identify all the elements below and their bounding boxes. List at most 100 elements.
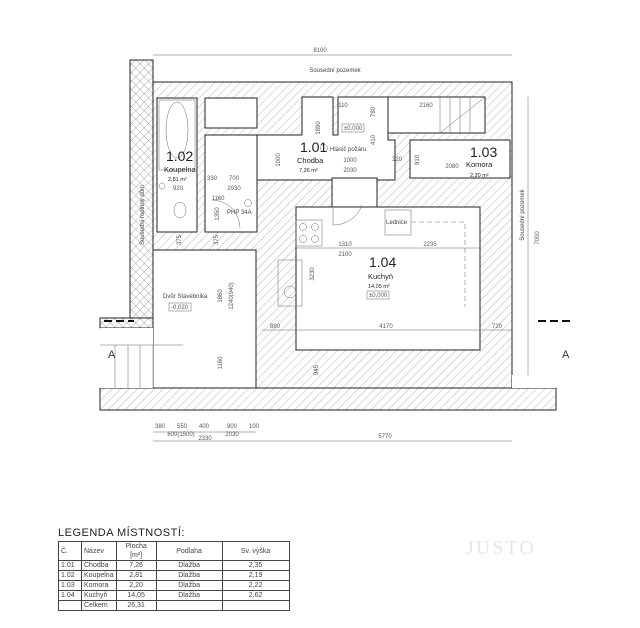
bathtub-icon [165, 101, 189, 159]
fire-detector-icon [320, 144, 328, 152]
cell: 1.04 [58, 590, 82, 601]
svg-text:945: 945 [314, 364, 320, 375]
dim-total-depth: 7000 [535, 231, 541, 245]
fridge-label: Lednice [386, 220, 408, 226]
room-koupelna [156, 97, 198, 233]
door-swing-icon [332, 204, 363, 226]
svg-text:2030: 2030 [225, 432, 239, 438]
dim-total-width: 8100 [313, 48, 327, 54]
cell: Dlažba [155, 580, 223, 591]
fridge-box [384, 209, 412, 236]
cell [58, 600, 82, 611]
svg-text:400: 400 [199, 424, 210, 430]
room-1-01-name: Chodba [297, 156, 324, 165]
svg-text:700: 700 [229, 176, 240, 182]
svg-text:2080: 2080 [445, 164, 459, 170]
svg-text:2030: 2030 [227, 186, 241, 192]
svg-text:375: 375 [177, 234, 183, 245]
courtyard-label: Dvůr Stavebníka [163, 293, 208, 300]
cell: Chodba [81, 560, 117, 571]
total-area: 26,31 [115, 600, 157, 611]
legend-title: LEGENDA MÍSTNOSTÍ: [58, 527, 185, 539]
svg-text:1890: 1890 [316, 121, 322, 135]
room-chodba [256, 96, 396, 181]
header-number: Č. [58, 541, 82, 561]
room-wc [204, 134, 258, 233]
level-marker-chodba: ±0,000 [341, 123, 365, 133]
room-kuchyn [295, 206, 481, 351]
base-strip [99, 387, 557, 411]
cell: 1.03 [58, 580, 82, 591]
svg-text:2235: 2235 [423, 242, 437, 248]
svg-text:2030: 2030 [343, 168, 357, 174]
stairs-top-icon [439, 96, 486, 134]
room-wc-stairs [204, 97, 258, 129]
room-1-03-name: Komora [466, 160, 493, 169]
svg-text:1310: 1310 [338, 242, 352, 248]
room-1-02-number: 1.02 [166, 148, 193, 164]
cell [155, 600, 223, 611]
svg-text:2160: 2160 [419, 103, 433, 109]
washbasin-icon [158, 182, 166, 190]
cell: 2,22 [221, 580, 290, 591]
svg-text:550: 550 [177, 424, 188, 430]
door-swing-wc-icon [211, 199, 241, 229]
cell: Koupelna [81, 570, 117, 581]
legend-table: Č. Název Plocha [m²] Podlaha Sv. výška 1… [58, 541, 290, 611]
outside-left [100, 328, 153, 388]
svg-text:880: 880 [270, 324, 281, 330]
dimension-labels: 5770 2330 380 550 400 900 100 600(1500) … [155, 103, 503, 442]
header-area: Plocha [m²] [115, 541, 157, 561]
cell: 14,05 [115, 590, 157, 601]
svg-text:1160: 1160 [212, 196, 226, 202]
svg-text:410: 410 [371, 134, 377, 145]
room-1-04-name: Kuchyň [368, 272, 393, 281]
outside-right [512, 375, 556, 388]
total-label: Celkem [81, 600, 117, 611]
svg-text:1860: 1860 [218, 289, 224, 303]
cell: Dlažba [155, 590, 223, 601]
legend-header-row: Č. Název Plocha [m²] Podlaha Sv. výška [58, 541, 290, 561]
svg-text:2330: 2330 [198, 436, 212, 442]
level-marker-courtyard: -0,020 [168, 302, 192, 312]
svg-text:380: 380 [155, 424, 166, 430]
sink-icon [277, 259, 303, 307]
room-1-03-area: 2,20 m² [470, 173, 489, 179]
room-1-03-number: 1.03 [470, 144, 497, 160]
extinguisher-icon [244, 199, 252, 207]
neighbor-top-label: Sousední pozemek [309, 68, 361, 74]
svg-text:100: 100 [249, 424, 260, 430]
room-komora [409, 139, 511, 179]
neighbor-steps [99, 317, 154, 329]
room-stair-top [387, 96, 486, 134]
header-name: Název [81, 541, 117, 561]
svg-text:910: 910 [415, 154, 421, 165]
counter-line [411, 221, 466, 307]
svg-text:780: 780 [371, 106, 377, 117]
svg-text:330: 330 [207, 176, 218, 182]
room-1-02-name: Koupelna [164, 165, 197, 174]
room-1-01-area: 7,26 m² [299, 168, 318, 174]
svg-text:900: 900 [227, 424, 238, 430]
cell: 1.01 [58, 560, 82, 571]
cell: 2,62 [221, 590, 290, 601]
cell: 2,19 [221, 570, 290, 581]
stairs-left-icon [100, 344, 183, 388]
header-height: Sv. výška [221, 541, 290, 561]
cell: Komora [81, 580, 117, 591]
svg-text:920: 920 [173, 186, 184, 192]
level-marker-kuchyn: ±0,000 [366, 290, 390, 300]
section-marker-right: A [538, 320, 570, 361]
room-1-01-number: 1.01 [300, 139, 327, 155]
courtyard [152, 249, 257, 389]
cell: Kuchyň [81, 590, 117, 601]
neighbor-left-label: Sousední rodinný dům [139, 185, 146, 245]
svg-text:±0,000: ±0,000 [369, 293, 388, 299]
room-1-04-number: 1.04 [369, 254, 396, 270]
bathtub-outline [158, 99, 196, 171]
header-floor: Podlaha [155, 541, 223, 561]
